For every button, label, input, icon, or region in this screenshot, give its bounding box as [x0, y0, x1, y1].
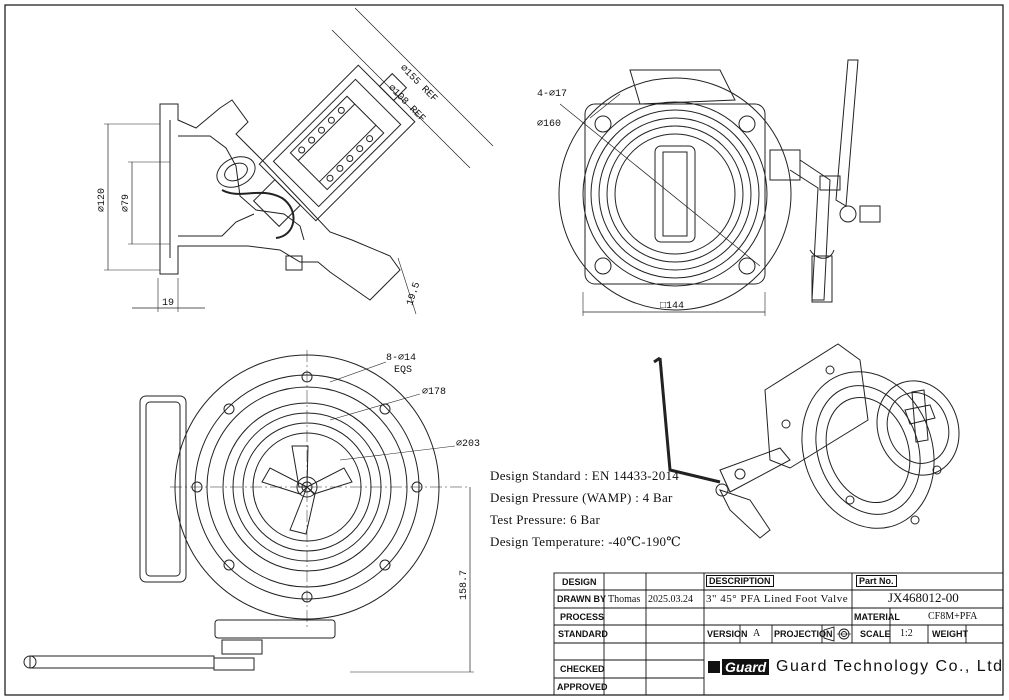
dim-d203: ⌀203	[456, 439, 480, 450]
dim-d120: ⌀120	[97, 188, 108, 212]
dim-eqs: EQS	[394, 365, 412, 376]
side-section-view	[104, 7, 494, 315]
part-no-value: JX468012-00	[888, 590, 959, 605]
material-label: MATERIAL	[854, 612, 900, 622]
dim-len19: 19	[162, 298, 174, 309]
dim-d160: ⌀160	[537, 119, 561, 130]
standard-label: STANDARD	[558, 629, 608, 639]
logo-text: Guard	[722, 659, 770, 675]
design-temperature-note: Design Temperature: -40℃-190℃	[490, 534, 682, 549]
weight-label: WEIGHT	[932, 629, 968, 639]
design-standard-note: Design Standard : EN 14433-2014	[490, 468, 680, 483]
company-name: Guard Technology Co., Ltd	[776, 658, 1004, 675]
dim-d79: ⌀79	[121, 194, 132, 212]
description-value: 3" 45° PFA Lined Foot Valve	[706, 593, 849, 605]
drawn-by-value: Thomas	[608, 594, 641, 605]
sheet-border	[4, 4, 1004, 696]
material-value: CF8M+PFA	[928, 611, 978, 622]
approved-label: APPROVED	[557, 682, 608, 692]
dim-sq144: □144	[660, 301, 684, 312]
description-label: DESCRIPTION	[706, 575, 774, 587]
version-label: VERSION	[707, 629, 748, 639]
scale-label: SCALE	[860, 629, 891, 639]
drawn-by-label: DRAWN BY	[557, 594, 606, 604]
dim-8-holes: 8-⌀14	[386, 353, 416, 364]
design-label: DESIGN	[562, 577, 597, 587]
test-pressure-note: Test Pressure: 6 Bar	[490, 512, 601, 527]
process-label: PROCESS	[560, 612, 605, 622]
projection-label: PROJECTION	[774, 629, 833, 639]
top-view	[23, 350, 474, 673]
part-no-label: Part No.	[856, 575, 897, 587]
company-logo: Guard	[708, 659, 770, 675]
logo-mark-icon	[708, 661, 720, 673]
scale-value: 1:2	[900, 628, 913, 639]
design-pressure-note: Design Pressure (WAMP) : 4 Bar	[490, 490, 673, 505]
version-value: A	[753, 628, 761, 639]
isometric-view	[653, 343, 960, 539]
checked-label: CHECKED	[560, 664, 605, 674]
date-value: 2025.03.24	[648, 594, 693, 605]
dim-h158-7: 158.7	[459, 570, 470, 600]
front-view	[558, 59, 881, 316]
dim-4-holes: 4-⌀17	[537, 89, 567, 100]
dim-d178: ⌀178	[422, 387, 446, 398]
